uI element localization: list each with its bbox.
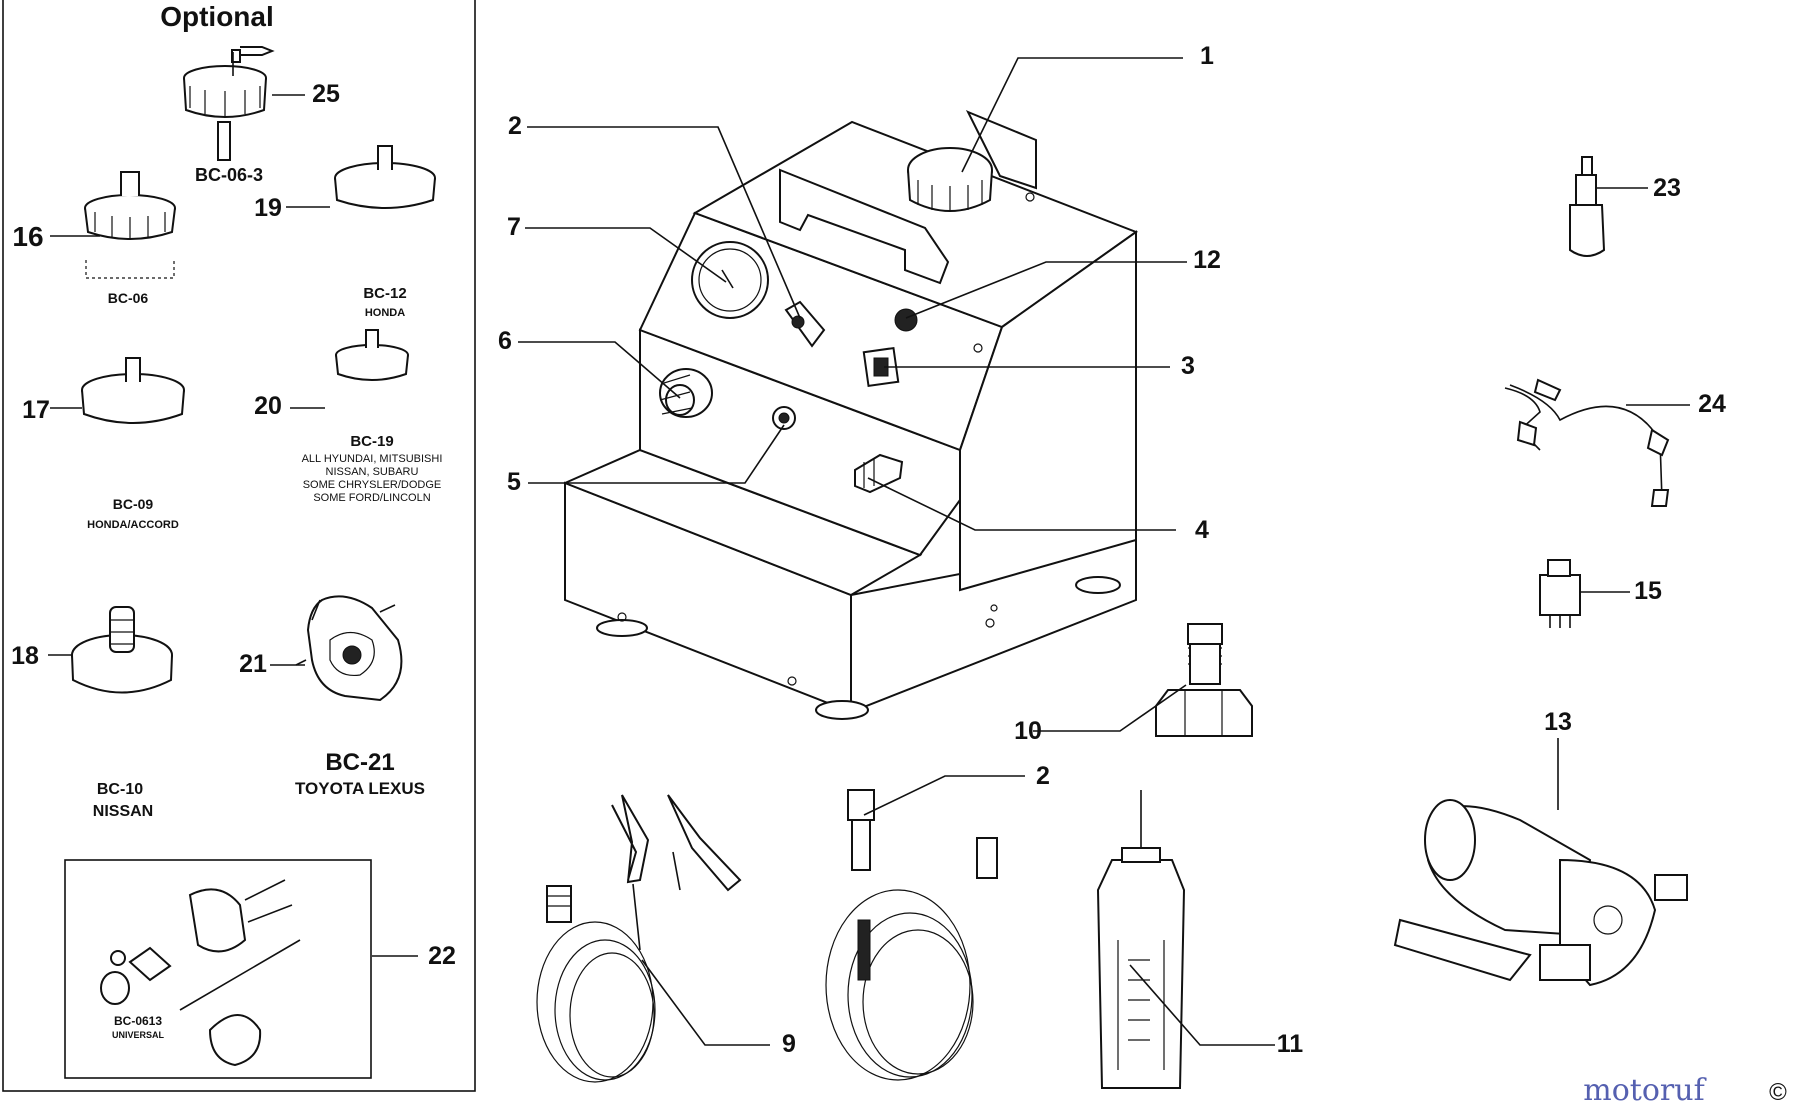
universal-kit-box xyxy=(64,859,372,1079)
part-12-bottle: 11 xyxy=(1096,790,1304,1089)
code-bc-10: BC-10 xyxy=(97,781,143,798)
adapter-bc-06-3: 25 BC-06-3 xyxy=(183,46,340,185)
desc-bc-19-3: SOME CHRYSLER/DODGE xyxy=(303,479,442,491)
code-bc-0613: BC-0613 xyxy=(114,1014,162,1028)
callout-16: 16 xyxy=(12,221,43,252)
adapter-bc-10: 18 BC-10 NISSAN xyxy=(11,606,173,820)
callout-17: 17 xyxy=(22,396,50,424)
callout-21: 21 xyxy=(239,650,267,678)
callout-22: 22 xyxy=(428,942,456,970)
desc-bc-21: TOYOTA LEXUS xyxy=(295,779,425,798)
callout-13: 12 xyxy=(1193,246,1221,274)
adapter-bc-12: 19 BC-12 HONDA xyxy=(254,145,436,319)
watermark: motoruf © xyxy=(1583,1073,1787,1108)
code-bc-12: BC-12 xyxy=(363,285,406,302)
code-bc-19: BC-19 xyxy=(350,433,393,450)
adapter-bc-06: 16 BC-06 xyxy=(12,171,176,306)
universal-kit: 22 BC-0613 UNIVERSAL xyxy=(64,859,456,1079)
callout-25: 25 xyxy=(312,80,340,108)
callout-1: 1 xyxy=(1200,42,1214,70)
optional-title: Optional xyxy=(160,1,274,32)
callout-2: 2 xyxy=(508,112,522,140)
main-unit xyxy=(562,110,1139,720)
adapter-bc-09: 17 BC-09 HONDA/ACCORD xyxy=(22,357,185,531)
part-14-pump: 13 xyxy=(1393,708,1688,987)
adapter-bc-19: 20 BC-19 ALL HYUNDAI, MITSUBISHI NISSAN,… xyxy=(254,329,443,504)
desc-bc-19-2: NISSAN, SUBARU xyxy=(326,466,419,478)
desc-bc-19-4: SOME FORD/LINCOLN xyxy=(313,492,430,504)
desc-bc-09: HONDA/ACCORD xyxy=(87,519,179,531)
watermark-text: motoruf xyxy=(1583,1073,1706,1108)
part-15-relay: 15 xyxy=(1539,559,1662,628)
callout-6: 6 xyxy=(498,327,512,355)
callout-20: 20 xyxy=(254,392,282,420)
callout-24: 24 xyxy=(1698,390,1726,418)
part-11-fitting: 10 xyxy=(1014,623,1253,745)
callout-12: 11 xyxy=(1277,1030,1304,1058)
part-9-cable: 9 xyxy=(536,794,796,1083)
callout-15: 15 xyxy=(1634,577,1662,605)
part-23-valve: 23 xyxy=(1569,156,1681,257)
callout-10: 2 xyxy=(1036,762,1050,790)
callout-5: 5 xyxy=(507,468,521,496)
part-24-harness: 24 xyxy=(1504,378,1726,507)
callout-14: 13 xyxy=(1544,708,1572,736)
desc-bc-19-1: ALL HYUNDAI, MITSUBISHI xyxy=(302,453,443,465)
code-bc-06: BC-06 xyxy=(108,290,149,306)
part-10-hose: 2 xyxy=(825,762,1050,1081)
code-bc-06-3: BC-06-3 xyxy=(195,165,263,185)
optional-panel-border xyxy=(2,0,476,1092)
optional-panel: Optional 25 BC-06-3 16 BC-06 xyxy=(2,0,476,1092)
desc-bc-0613: UNIVERSAL xyxy=(112,1030,165,1040)
callout-9: 9 xyxy=(782,1030,796,1058)
callout-23: 23 xyxy=(1653,174,1681,202)
callout-19: 19 xyxy=(254,194,282,222)
adapter-bc-21: 21 BC-21 TOYOTA LEXUS xyxy=(239,595,425,798)
desc-bc-10: NISSAN xyxy=(93,803,153,820)
callout-11: 10 xyxy=(1014,717,1042,745)
callout-18: 18 xyxy=(11,642,39,670)
code-bc-09: BC-09 xyxy=(113,496,154,512)
watermark-copyright: © xyxy=(1769,1079,1787,1106)
callout-7: 7 xyxy=(507,213,521,241)
callout-3: 3 xyxy=(1181,352,1195,380)
code-bc-21: BC-21 xyxy=(325,749,394,776)
desc-bc-12: HONDA xyxy=(365,307,405,319)
callout-4: 4 xyxy=(1195,516,1209,544)
